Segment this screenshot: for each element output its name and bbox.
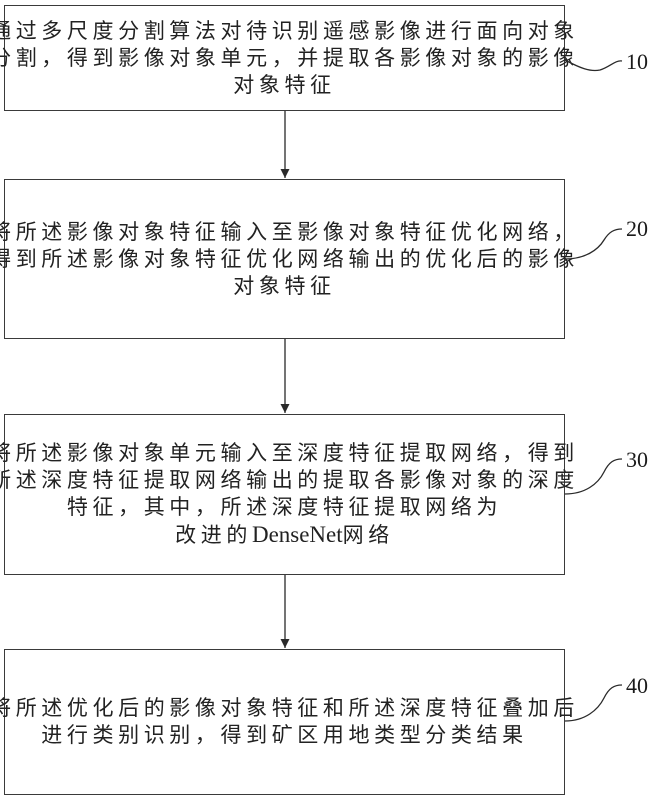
- step-30-line-4-latin: DenseNet: [251, 522, 343, 547]
- step-40-line-1: 将所述优化后的影像对象特征和所述深度特征叠加后: [0, 696, 579, 720]
- step-number-30: 30: [626, 447, 648, 472]
- step-10-line-3: 对象特征: [233, 72, 336, 97]
- step-10-line-2: 分割，得到影像对象单元，并提取各影像对象的影像: [0, 45, 579, 70]
- step-20-line-3: 对象特征: [233, 273, 336, 298]
- step-box-30: 将所述影像对象单元输入至深度特征提取网络，得到 所述深度特征提取网络输出的提取各…: [0, 414, 574, 575]
- step-box-10: 通过多尺度分割算法对待识别遥感影像进行面向对象 分割，得到影像对象单元，并提取各…: [0, 5, 574, 111]
- step-number-40: 40: [626, 673, 648, 698]
- step-20-line-2: 得到所述影像对象特征优化网络输出的优化后的影像: [0, 246, 579, 271]
- step-30-line-4-suffix: 网络: [342, 523, 394, 547]
- step-box-20: 将所述影像对象特征输入至影像对象特征优化网络， 得到所述影像对象特征优化网络输出…: [0, 179, 574, 339]
- step-10-line-1: 通过多尺度分割算法对待识别遥感影像进行面向对象: [0, 18, 579, 43]
- step-30-line-1: 将所述影像对象单元输入至深度特征提取网络，得到: [0, 441, 579, 465]
- step-20-line-1: 将所述影像对象特征输入至影像对象特征优化网络，: [0, 219, 579, 244]
- step-30-line-3: 特征，其中，所述深度特征提取网络为: [66, 495, 503, 519]
- step-30-line-4-prefix: 改进的: [175, 523, 252, 547]
- step-30-line-4: 改进的DenseNet网络: [175, 521, 394, 549]
- step-box-40: 将所述优化后的影像对象特征和所述深度特征叠加后 进行类别识别，得到矿区用地类型分…: [0, 649, 574, 795]
- step-40-line-2: 进行类别识别，得到矿区用地类型分类结果: [41, 723, 528, 747]
- step-number-10: 10: [626, 49, 648, 74]
- step-number-20: 20: [626, 216, 648, 241]
- step-30-line-2: 所述深度特征提取网络输出的提取各影像对象的深度: [0, 468, 579, 492]
